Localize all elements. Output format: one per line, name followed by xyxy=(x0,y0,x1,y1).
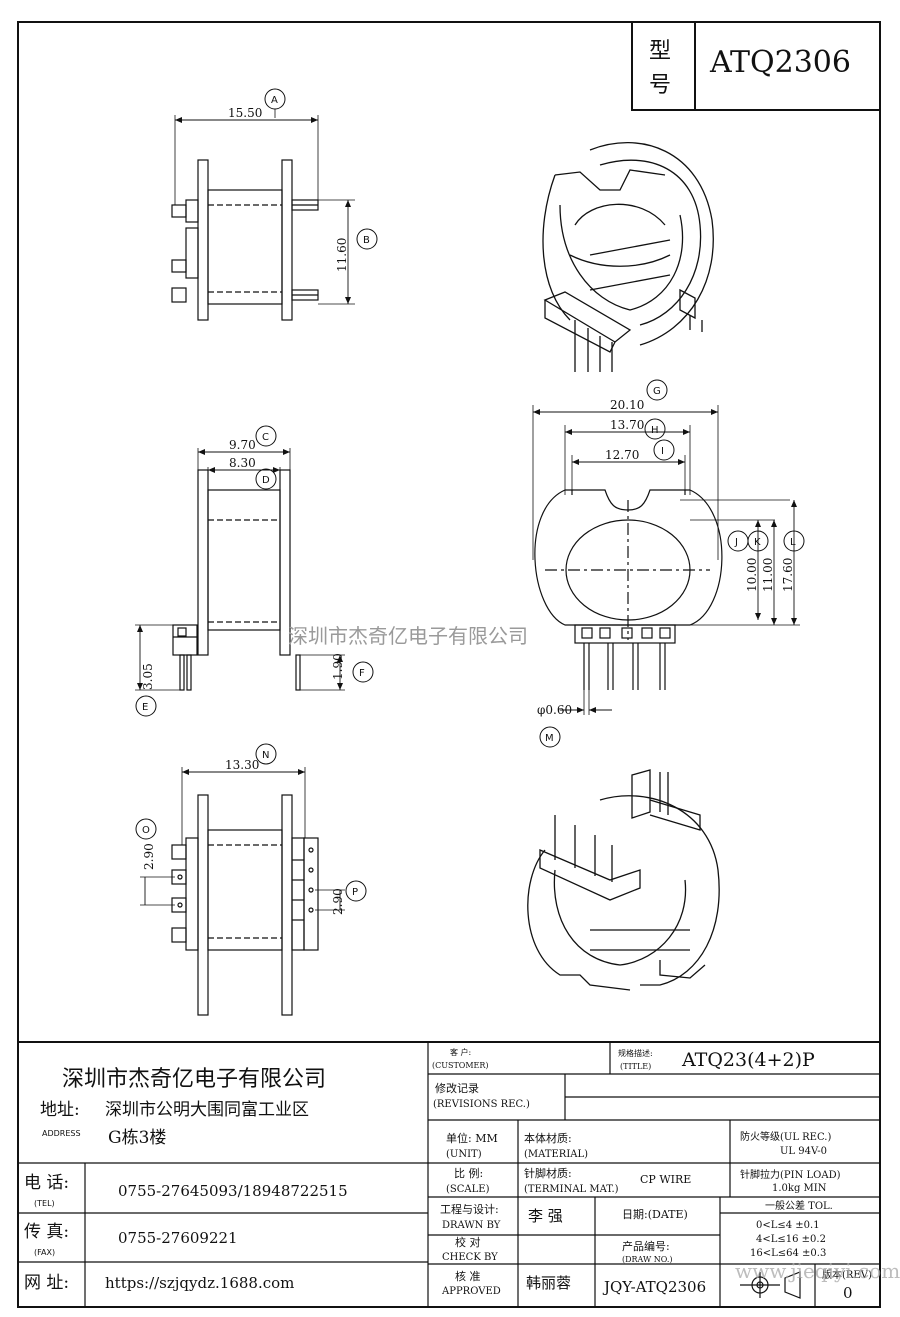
marker-i: I xyxy=(661,446,664,457)
marker-n: N xyxy=(262,750,269,761)
marker-k: K xyxy=(754,537,761,548)
drawn-label: 工程与设计: xyxy=(440,1203,499,1216)
marker-f: F xyxy=(359,668,365,679)
scale-label: 比 例: xyxy=(454,1166,483,1180)
check-label-en: CHECK BY xyxy=(442,1252,498,1263)
marker-o: O xyxy=(142,825,150,836)
check-label: 校 对 xyxy=(455,1235,481,1249)
view-side xyxy=(135,448,345,691)
tel-label-en: (TEL) xyxy=(34,1199,55,1208)
address-line-2: G栋3楼 xyxy=(108,1128,166,1148)
model-value: ATQ2306 xyxy=(709,45,851,80)
revisions-label: 修改记录 xyxy=(435,1081,479,1095)
dim-m: φ0.60 xyxy=(537,703,572,717)
view-front-top xyxy=(171,115,355,321)
fax-label-en: (FAX) xyxy=(34,1248,55,1257)
terminal-label-en: (TERMINAL MAT.) xyxy=(524,1184,619,1195)
approved-label-en: APPROVED xyxy=(441,1286,501,1297)
address-line-1: 深圳市公明大围同富工业区 xyxy=(105,1100,309,1120)
dim-h: 13.70 xyxy=(610,418,644,432)
ul-value: UL 94V-0 xyxy=(780,1146,827,1157)
drawn-value: 李 强 xyxy=(528,1207,563,1225)
terminal-value: CP WIRE xyxy=(640,1173,691,1186)
tol-label: 一般公差 TOL. xyxy=(765,1199,833,1212)
rev-value: 0 xyxy=(843,1284,853,1302)
unit-label-en: (UNIT) xyxy=(446,1149,482,1160)
sheet-border xyxy=(17,21,881,1308)
dim-f: 1.90 xyxy=(331,653,345,680)
dim-c: 9.70 xyxy=(229,438,256,452)
dim-g: 20.10 xyxy=(610,398,644,412)
pinload-value: 1.0kg MIN xyxy=(772,1183,827,1194)
title-value: ATQ23(4+2)P xyxy=(681,1049,815,1071)
model-box: 型 号 ATQ2306 xyxy=(631,21,881,111)
tol-1: 0<L≤4 ±0.1 xyxy=(756,1220,820,1231)
drawno-label: 产品编号: xyxy=(622,1239,670,1253)
rev-label: 版本(REV) xyxy=(822,1268,872,1281)
web-value[interactable]: https://szjqydz.1688.com xyxy=(105,1274,294,1292)
dim-b: 11.60 xyxy=(335,238,349,272)
address-label-en: ADDRESS xyxy=(42,1129,81,1138)
marker-p: P xyxy=(352,887,358,898)
marker-l: L xyxy=(790,537,796,548)
customer-label-en: (CUSTOMER) xyxy=(432,1061,489,1070)
tol-3: 16<L≤64 ±0.3 xyxy=(750,1248,826,1259)
dim-d: 8.30 xyxy=(229,456,256,470)
web-label: 网 址: xyxy=(24,1273,69,1293)
title-label-en: (TITLE) xyxy=(620,1062,651,1071)
dim-a: 15.50 xyxy=(228,106,262,120)
marker-c: C xyxy=(262,432,269,443)
terminal-label: 针脚材质: xyxy=(524,1166,572,1180)
dim-n: 13.30 xyxy=(225,758,259,772)
material-label-en: (MATERIAL) xyxy=(524,1149,588,1160)
view-bottom-plan xyxy=(140,767,345,1016)
approved-value: 韩丽蓉 xyxy=(526,1274,571,1292)
view-isometric-bottom xyxy=(527,769,720,991)
marker-a: A xyxy=(271,95,278,106)
projection-symbol-icon xyxy=(740,1271,801,1299)
drawno-label-en: (DRAW NO.) xyxy=(622,1255,673,1264)
date-label: 日期:(DATE) xyxy=(622,1208,688,1221)
dim-e: 3.05 xyxy=(141,663,155,690)
customer-label: 客 户: xyxy=(450,1047,471,1057)
revisions-label-en: (REVISIONS REC.) xyxy=(433,1099,530,1110)
fax-label: 传 真: xyxy=(24,1222,69,1242)
model-label-2: 号 xyxy=(649,73,671,98)
scale-label-en: (SCALE) xyxy=(446,1184,490,1195)
dim-o: 2.90 xyxy=(142,843,156,870)
dim-l: 17.60 xyxy=(781,558,795,592)
marker-d: D xyxy=(262,475,270,486)
marker-g: G xyxy=(653,386,661,397)
model-label-1: 型 xyxy=(649,39,671,64)
pinload-label: 针脚拉力(PIN LOAD) xyxy=(740,1168,841,1181)
unit-label: 单位: MM xyxy=(446,1131,498,1145)
title-label: 规格描述: xyxy=(618,1048,653,1058)
marker-j: J xyxy=(734,537,738,548)
dim-i: 12.70 xyxy=(605,448,639,462)
fax-value: 0755-27609221 xyxy=(118,1229,238,1247)
tol-2: 4<L≤16 ±0.2 xyxy=(756,1234,826,1245)
dim-j: 10.00 xyxy=(745,558,759,592)
tel-value: 0755-27645093/18948722515 xyxy=(118,1182,348,1200)
company-name: 深圳市杰奇亿电子有限公司 xyxy=(62,1067,326,1092)
title-block xyxy=(18,1041,880,1307)
marker-e: E xyxy=(142,702,148,713)
marker-h: H xyxy=(651,425,659,436)
drawno-value: JQY-ATQ2306 xyxy=(602,1278,706,1296)
drawn-label-en: DRAWN BY xyxy=(442,1220,501,1231)
ul-label: 防火等级(UL REC.) xyxy=(740,1130,831,1143)
watermark-url: www.jieqiyi.com xyxy=(735,1259,900,1283)
marker-m: M xyxy=(545,733,554,744)
watermark: 深圳市杰奇亿电子有限公司 xyxy=(288,624,528,648)
marker-b: B xyxy=(363,235,370,246)
tel-label: 电 话: xyxy=(24,1173,69,1193)
approved-label: 核 准 xyxy=(455,1269,481,1283)
view-isometric-top xyxy=(542,142,714,372)
address-label: 地址: xyxy=(40,1100,80,1120)
view-end xyxy=(532,405,800,715)
dim-k: 11.00 xyxy=(761,558,775,592)
material-label: 本体材质: xyxy=(524,1131,572,1145)
dim-p: 2.90 xyxy=(331,888,345,915)
